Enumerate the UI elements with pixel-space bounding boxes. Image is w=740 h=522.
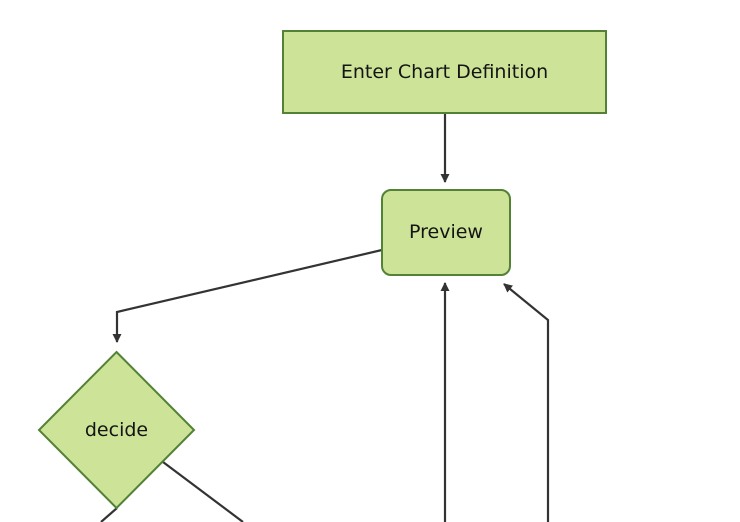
edge-decide-right-out: [162, 461, 244, 522]
edge-preview-to-decide: [112, 248, 383, 343]
edge-decide-bottom-out: [100, 507, 118, 522]
edge-layer: [100, 113, 550, 522]
node-layer: [37, 30, 607, 510]
node-preview[interactable]: [381, 189, 511, 276]
edge-bottom-right-to-preview: [503, 283, 550, 522]
node-enter-chart-definition[interactable]: [282, 30, 607, 114]
node-decide[interactable]: [37, 350, 196, 510]
